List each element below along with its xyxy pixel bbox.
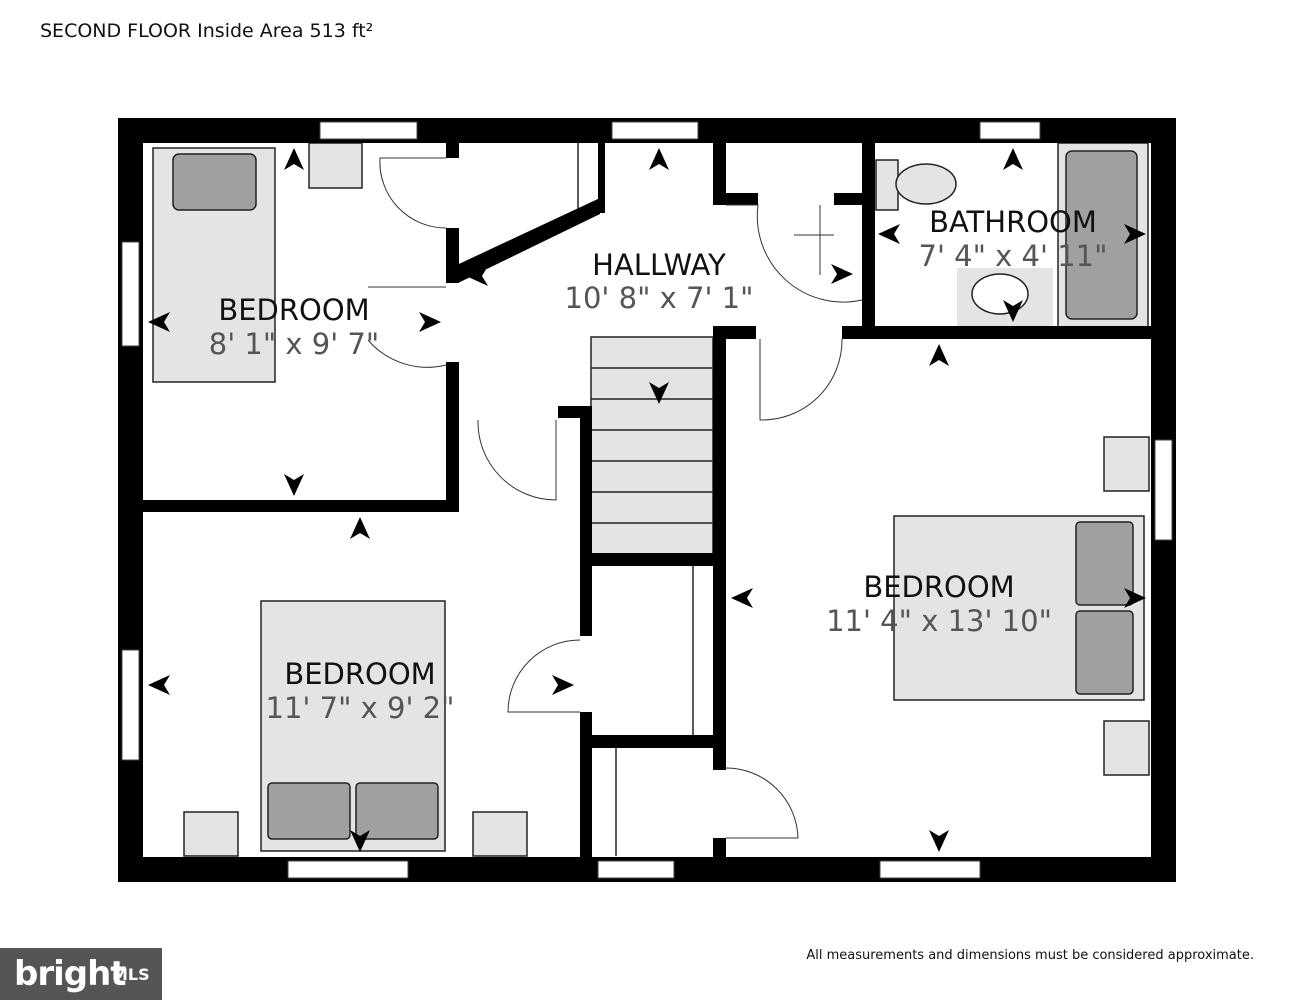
pillow bbox=[172, 153, 257, 211]
arrow-down-icon bbox=[350, 830, 370, 852]
room-dims-bedroom-1: 8' 1" x 9' 7" bbox=[209, 327, 379, 361]
arrow-down-icon bbox=[1003, 300, 1023, 322]
room-name-hallway: HALLWAY bbox=[592, 248, 726, 282]
door-swing bbox=[507, 639, 581, 713]
window bbox=[979, 121, 1041, 140]
nightstand bbox=[308, 142, 363, 189]
window bbox=[319, 121, 418, 140]
arrow-up-icon bbox=[284, 148, 304, 170]
arrow-up-icon bbox=[1003, 148, 1023, 170]
arrow-left-icon bbox=[466, 266, 488, 286]
room-name-bedroom-1: BEDROOM bbox=[218, 293, 369, 327]
arrow-down-icon bbox=[284, 474, 304, 496]
floor-header: SECOND FLOOR Inside Area 513 ft² bbox=[40, 20, 374, 42]
toilet-bowl bbox=[895, 163, 957, 205]
window bbox=[611, 121, 699, 140]
window bbox=[121, 649, 140, 761]
arrow-left-icon bbox=[148, 675, 170, 695]
room-dims-bedroom-2: 11' 7" x 9' 2" bbox=[266, 691, 455, 725]
arrow-right-icon bbox=[1124, 588, 1146, 608]
room-name-bathroom: BATHROOM bbox=[929, 205, 1097, 239]
room-name-bedroom-3: BEDROOM bbox=[863, 570, 1014, 604]
door-swing bbox=[477, 419, 557, 501]
nightstand bbox=[183, 811, 239, 857]
pillow bbox=[355, 782, 439, 840]
door-swing bbox=[725, 767, 799, 839]
door-swing bbox=[794, 205, 834, 275]
nightstand bbox=[472, 811, 528, 857]
arrow-left-icon bbox=[148, 312, 170, 332]
disclaimer-text: All measurements and dimensions must be … bbox=[806, 948, 1254, 963]
room-labels: BEDROOM 8' 1" x 9' 7" HALLWAY 10' 8" x 7… bbox=[209, 205, 1108, 725]
door-swing bbox=[726, 204, 863, 303]
arrow-right-icon bbox=[831, 264, 853, 284]
dimension-arrows bbox=[148, 148, 1146, 852]
window bbox=[879, 860, 981, 879]
doors bbox=[367, 157, 863, 839]
pillow bbox=[1075, 610, 1134, 695]
arrow-right-icon bbox=[1124, 224, 1146, 244]
arrow-down-icon bbox=[929, 830, 949, 852]
pillow bbox=[267, 782, 351, 840]
pillow bbox=[1075, 521, 1134, 606]
arrow-left-icon bbox=[878, 224, 900, 244]
logo-wordmark: bright bbox=[14, 954, 127, 994]
bright-mls-logo: bright MLS bbox=[0, 948, 162, 1000]
toilet-tank bbox=[875, 159, 899, 211]
arrow-down-icon bbox=[649, 382, 669, 404]
arrow-up-icon bbox=[350, 517, 370, 539]
floor-plan: BEDROOM 8' 1" x 9' 7" HALLWAY 10' 8" x 7… bbox=[118, 118, 1176, 882]
room-dims-hallway: 10' 8" x 7' 1" bbox=[565, 281, 754, 315]
room-dims-bedroom-3: 11' 4" x 13' 10" bbox=[826, 604, 1052, 638]
arrow-right-icon bbox=[552, 675, 574, 695]
windows bbox=[121, 121, 1173, 879]
door-swing bbox=[759, 338, 843, 421]
door-swing bbox=[379, 157, 447, 229]
window bbox=[1154, 439, 1173, 541]
fixtures bbox=[152, 142, 1150, 857]
window bbox=[287, 860, 409, 879]
sink bbox=[971, 273, 1029, 315]
arrow-right-icon bbox=[419, 312, 441, 332]
nightstand bbox=[1103, 436, 1150, 492]
door-swing bbox=[367, 286, 447, 368]
arrow-left-icon bbox=[731, 588, 753, 608]
room-name-bedroom-2: BEDROOM bbox=[284, 657, 435, 691]
room-dims-bathroom: 7' 4" x 4' 11" bbox=[919, 239, 1108, 273]
arrow-up-icon bbox=[649, 148, 669, 170]
window bbox=[597, 860, 675, 879]
nightstand bbox=[1103, 720, 1150, 776]
arrow-up-icon bbox=[929, 344, 949, 366]
logo-suffix: MLS bbox=[112, 965, 150, 984]
window bbox=[121, 241, 140, 347]
